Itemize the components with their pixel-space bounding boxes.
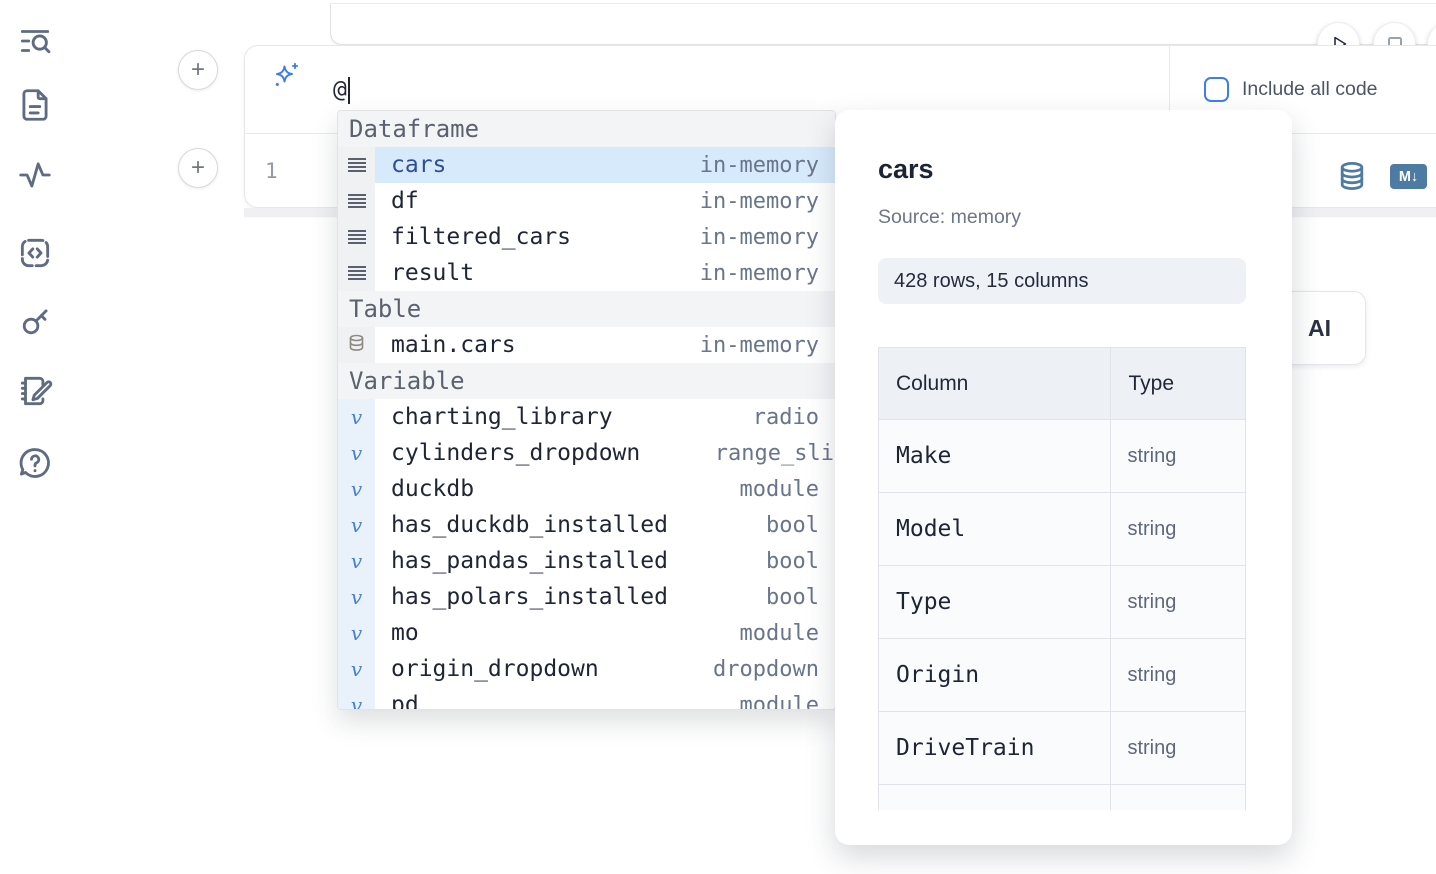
scratchpad-icon[interactable]: [16, 372, 54, 410]
ai-prompt-input[interactable]: @: [333, 46, 350, 134]
variable-icon: v: [350, 585, 363, 609]
add-cell-above-button[interactable]: +: [178, 50, 218, 90]
variable-icon: v: [350, 513, 363, 537]
text-cursor: [347, 76, 350, 104]
divider: [1169, 46, 1170, 133]
preview-source: Source: memory: [878, 206, 1022, 228]
schema-table: Column Type Make string Model string Typ…: [878, 347, 1246, 810]
variable-icon: v: [350, 693, 363, 710]
variable-icon: v: [350, 477, 363, 501]
include-all-code-checkbox[interactable]: [1204, 77, 1229, 102]
include-all-code-label[interactable]: Include all code: [1242, 78, 1378, 100]
schema-row: Model string: [878, 492, 1246, 566]
completion-section-header: Dataframe: [338, 111, 835, 147]
markdown-convert-icon[interactable]: M↓: [1390, 164, 1427, 189]
schema-header-column: Column: [878, 347, 1112, 420]
variable-icon: v: [350, 657, 363, 681]
variable-icon: v: [350, 621, 363, 645]
dataframe-icon: [347, 230, 366, 244]
schema-header-type: Type: [1110, 347, 1246, 420]
ai-sparkle-icon: [271, 61, 301, 91]
schema-row-partial: [878, 784, 1246, 810]
database-icon: [348, 334, 365, 357]
code-editor-row[interactable]: 1 M↓: [245, 134, 1436, 208]
schema-row: Make string: [878, 419, 1246, 493]
preview-title: cars: [878, 154, 934, 184]
add-cell-below-button[interactable]: +: [178, 148, 218, 188]
completion-section-header: Variable: [338, 363, 835, 399]
schema-row: Type string: [878, 565, 1246, 639]
variable-icon: v: [350, 405, 363, 429]
file-text-icon[interactable]: [16, 86, 54, 124]
completion-section-header: Table: [338, 291, 835, 327]
previous-cell-edge: [330, 3, 1436, 45]
dataframe-icon: [347, 194, 366, 208]
preview-shape-badge: 428 rows, 15 columns: [878, 258, 1246, 304]
dataframe-preview-panel: cars Source: memory 428 rows, 15 columns…: [835, 110, 1292, 845]
prompt-value: @: [333, 77, 347, 103]
line-number: 1: [265, 159, 278, 183]
help-chat-icon[interactable]: [16, 444, 54, 482]
dataframe-icon: [347, 158, 366, 172]
schema-row: DriveTrain string: [878, 711, 1246, 785]
dataframe-icon: [347, 266, 366, 280]
variable-icon: v: [350, 441, 363, 465]
datasource-icon[interactable]: [1337, 161, 1367, 191]
list-search-icon[interactable]: [16, 22, 54, 60]
schema-row: Origin string: [878, 638, 1246, 712]
code-snippet-icon[interactable]: [16, 234, 54, 272]
activity-pulse-icon[interactable]: [16, 156, 54, 194]
key-icon[interactable]: [16, 303, 54, 341]
variable-icon: v: [350, 549, 363, 573]
